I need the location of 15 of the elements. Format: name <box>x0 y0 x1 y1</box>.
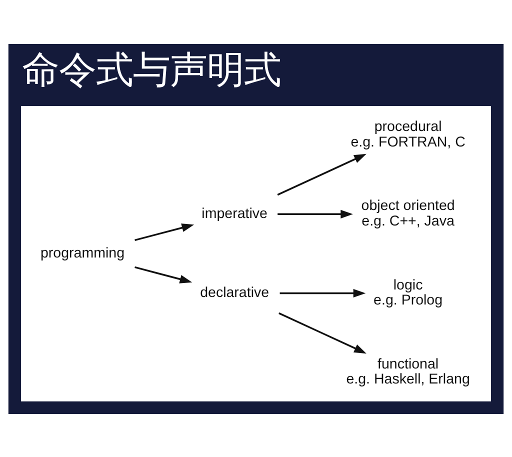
arrow <box>278 209 353 218</box>
diagram-title: 命令式与声明式 <box>22 48 282 90</box>
node-text: object oriented e.g. C++, Java <box>361 198 455 230</box>
node-text: logic e.g. Prolog <box>374 276 443 308</box>
arrow <box>278 312 366 354</box>
arrow <box>280 288 366 298</box>
arrow <box>134 223 194 241</box>
node-text: imperative <box>202 205 268 222</box>
cluster <box>21 106 491 401</box>
arrow <box>134 266 192 283</box>
node-text: declarative <box>200 284 270 300</box>
node-text: programming <box>40 244 125 261</box>
node-text: functional e.g. Haskell, Erlang <box>346 356 470 388</box>
arrow <box>277 153 366 196</box>
node-text: procedural e.g. FORTRAN, C <box>350 118 466 150</box>
